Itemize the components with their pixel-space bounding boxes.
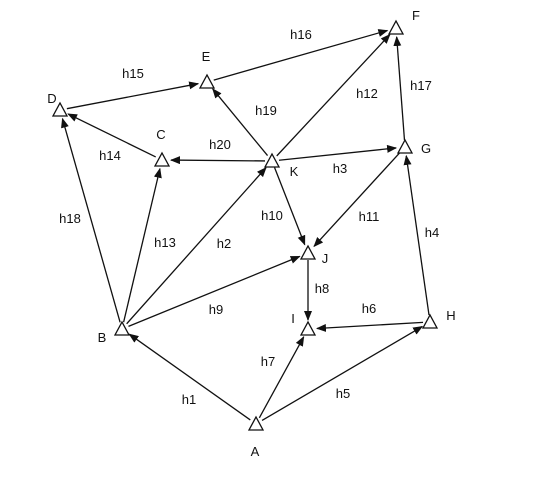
edge-label-h10: h10 [261, 208, 283, 223]
edge-label-h14: h14 [99, 148, 121, 163]
edge-h17 [393, 35, 406, 141]
edge-h9 [128, 255, 301, 327]
edge-label-h6: h6 [362, 301, 376, 316]
edge-label-h4: h4 [425, 225, 439, 240]
edge-label-h18: h18 [59, 211, 81, 226]
edge-label-h2: h2 [217, 236, 231, 251]
node-label-I: I [291, 311, 295, 326]
edge-h4 [403, 154, 430, 316]
node-label-D: D [47, 91, 56, 106]
node-A [247, 415, 265, 431]
edge-label-h19: h19 [255, 103, 277, 118]
node-label-E: E [202, 49, 211, 64]
edge-label-h7: h7 [261, 354, 275, 369]
node-label-J: J [322, 251, 329, 266]
edge-label-h12: h12 [356, 86, 378, 101]
edge-h12 [276, 33, 391, 157]
node-F [387, 19, 405, 35]
node-G [396, 138, 414, 154]
node-label-G: G [421, 141, 431, 156]
edge-h14 [67, 113, 157, 158]
node-C [153, 151, 171, 167]
edge-h6 [315, 321, 424, 332]
edge-label-h8: h8 [315, 281, 329, 296]
edge-h16 [213, 29, 389, 81]
node-label-F: F [412, 8, 420, 23]
edge-label-h13: h13 [154, 235, 176, 250]
edge-h10 [273, 167, 306, 246]
node-label-K: K [290, 164, 299, 179]
node-E [198, 73, 216, 89]
node-H [421, 313, 439, 329]
edge-h3 [278, 144, 398, 161]
edge-h2 [126, 166, 267, 325]
edge-h20 [169, 156, 266, 165]
edge-h11 [313, 151, 401, 248]
edge-label-h16: h16 [290, 27, 312, 42]
edge-label-h20: h20 [209, 137, 231, 152]
node-label-H: H [446, 308, 455, 323]
node-B [113, 320, 131, 336]
edge-h1 [128, 333, 251, 421]
node-D [51, 101, 69, 117]
edge-h13 [122, 167, 162, 323]
edge-label-h15: h15 [122, 66, 144, 81]
edge-label-h11: h11 [359, 209, 380, 224]
edge-h5 [261, 325, 424, 422]
edge-label-h9: h9 [209, 302, 223, 317]
edge-h15 [66, 81, 200, 110]
node-label-C: C [156, 127, 165, 142]
node-J [299, 244, 317, 260]
edge-label-h5: h5 [336, 386, 350, 401]
node-label-A: A [251, 444, 260, 459]
edge-h18 [61, 117, 121, 323]
node-K [263, 152, 281, 168]
edge-h19 [212, 88, 269, 157]
edge-h7 [258, 336, 305, 419]
edge-label-h17: h17 [410, 78, 432, 93]
edge-label-h3: h3 [333, 161, 347, 176]
edge-label-h1: h1 [182, 392, 196, 407]
node-I [299, 320, 317, 336]
node-label-B: B [98, 330, 107, 345]
